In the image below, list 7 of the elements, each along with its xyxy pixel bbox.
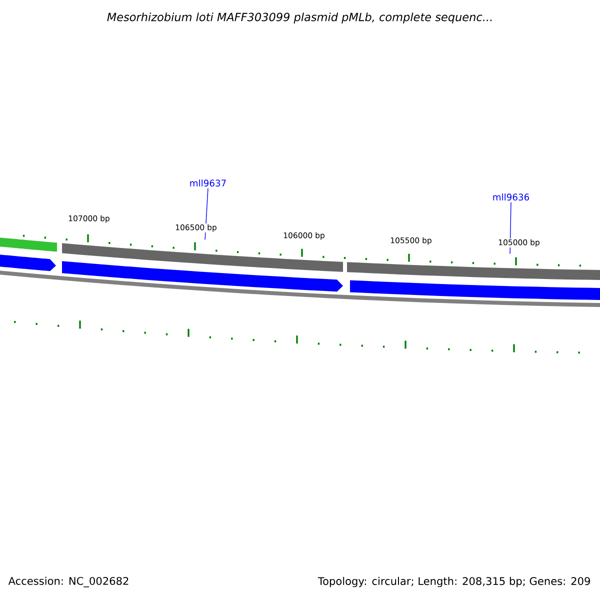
summary-text: Topology: circular; Length: 208,315 bp; Genes: 209: [318, 576, 590, 588]
gene-arrow: [350, 280, 600, 300]
gene-label: mll9636: [493, 193, 530, 201]
gene-label: mll9637: [190, 179, 226, 187]
accession-text: Accession: NC_002682: [8, 576, 128, 588]
title: Mesorhizobium loti MAFF303099 plasmid pMLb, complete sequenc...: [107, 12, 492, 24]
gene-arrow: [62, 261, 343, 292]
